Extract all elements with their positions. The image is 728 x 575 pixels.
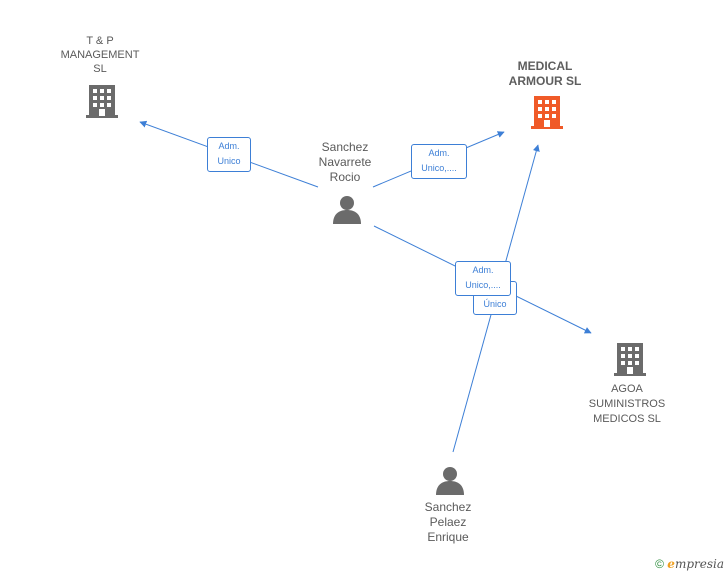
building-icon-highlighted[interactable] [531, 96, 563, 129]
label-line: Enrique [427, 530, 469, 544]
label-line: ARMOUR SL [508, 74, 582, 88]
person-icon[interactable] [436, 467, 464, 495]
building-icon[interactable] [86, 85, 118, 118]
edge-tag-rocio-tp[interactable]: Adm. Unico [207, 137, 251, 172]
edge-tag-line: Unico [217, 156, 241, 166]
node-label-medical-armour[interactable]: MEDICAL ARMOUR SL [490, 59, 600, 89]
label-line: Sanchez [424, 500, 472, 514]
label-line: SUMINISTROS [588, 398, 666, 410]
edge-tag-line: Unico,.... [465, 280, 501, 290]
brand-logo[interactable]: empresia [667, 557, 724, 571]
edge-tag-line: Único [483, 299, 507, 309]
building-icon[interactable] [614, 343, 646, 376]
edge-tag-line: Adm. [472, 265, 494, 275]
label-line: MEDICAL [517, 59, 573, 73]
label-line: AGOA [611, 383, 643, 395]
node-label-sanchez-pelaez[interactable]: Sanchez Pelaez Enrique [398, 500, 498, 545]
copyright-icon: © [655, 557, 664, 571]
node-label-sanchez-navarrete[interactable]: Sanchez Navarrete Rocio [295, 140, 395, 185]
brand-initial: e [667, 557, 675, 571]
edge-tag-line: Adm. [218, 141, 240, 151]
edge-tag-line: Unico,.... [421, 163, 457, 173]
edge-tag-rocio-agoa[interactable]: Adm. Unico,.... [455, 261, 511, 296]
label-line: Pelaez [429, 515, 467, 529]
footer-brand: © empresia [655, 557, 724, 571]
label-line: SL [93, 63, 107, 75]
label-line: Navarrete [318, 155, 372, 169]
label-line: Rocio [329, 170, 361, 184]
label-line: Sanchez [321, 140, 369, 154]
edge-tag-rocio-medical[interactable]: Adm. Unico,.... [411, 144, 467, 179]
node-label-tp-management[interactable]: T & P MANAGEMENT SL [45, 34, 155, 76]
label-line: MEDICOS SL [593, 413, 661, 425]
label-line: T & P [86, 35, 114, 47]
label-line: MANAGEMENT [60, 49, 140, 61]
person-icon[interactable] [333, 196, 361, 224]
edge-tag-line: Adm. [428, 148, 450, 158]
node-label-agoa-suministros[interactable]: AGOA SUMINISTROS MEDICOS SL [572, 382, 682, 427]
brand-name: mpresia [674, 557, 724, 571]
